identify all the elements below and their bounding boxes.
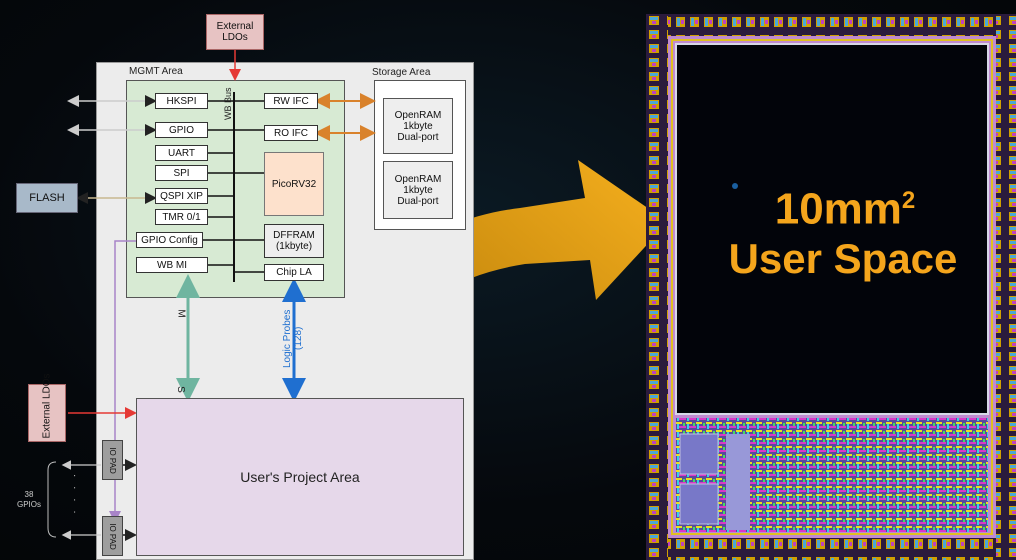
openram-1-line2: 1kbyte bbox=[403, 120, 433, 132]
size-exponent: 2 bbox=[901, 187, 916, 214]
external-ldos-left-box: External LDOs bbox=[28, 372, 66, 442]
user-space-label: User Space bbox=[728, 235, 958, 282]
dffram-line1: DFFRAM bbox=[273, 230, 315, 241]
logic-probes-label: Logic Probes (128) bbox=[282, 310, 304, 368]
external-ldos-top-box: External LDOs bbox=[206, 14, 264, 50]
logic-probes-text: Logic Probes bbox=[282, 309, 293, 368]
size-value: 10mm bbox=[774, 184, 902, 234]
gpio-count: 38 bbox=[24, 490, 34, 499]
dffram-line2: (1kbyte) bbox=[275, 241, 313, 252]
io-pad-top-label: IO PAD bbox=[108, 446, 117, 474]
external-ldos-top-label: External LDOs bbox=[216, 21, 254, 43]
external-ldos-left-label: External LDOs bbox=[41, 372, 53, 438]
users-project-area: User's Project Area bbox=[136, 398, 464, 556]
openram-block-2: OpenRAM 1kbyte Dual-port bbox=[383, 161, 453, 219]
chip-la-block: Chip LA bbox=[264, 264, 324, 281]
uart-block: UART bbox=[155, 145, 208, 161]
s-label: S bbox=[174, 386, 186, 393]
gpio-ellipsis: · · · · bbox=[69, 473, 80, 517]
flash-block: FLASH bbox=[16, 183, 78, 213]
gpio-label: GPIOs bbox=[16, 500, 41, 509]
logic-probes-count: (128) bbox=[293, 326, 304, 350]
io-pad-top: IO PAD bbox=[102, 440, 123, 480]
mgmt-area-label: MGMT Area bbox=[129, 66, 183, 77]
wb-mi-block: WB MI bbox=[136, 257, 208, 273]
spi-block: SPI bbox=[155, 165, 208, 181]
size-label: 10mm2 bbox=[730, 176, 960, 235]
io-pad-bottom-label: IO PAD bbox=[108, 522, 117, 550]
ro-ifc-block: RO IFC bbox=[264, 125, 318, 141]
gpio-config-block: GPIO Config bbox=[136, 232, 203, 248]
openram-2-line3: Dual-port bbox=[397, 195, 439, 207]
gpio-block: GPIO bbox=[155, 122, 208, 138]
gpio-count-label: 38 GPIOs bbox=[14, 490, 44, 510]
qspi-xip-block: QSPI XIP bbox=[155, 188, 208, 204]
storage-area-label: Storage Area bbox=[372, 67, 431, 78]
io-pad-bottom: IO PAD bbox=[102, 516, 123, 556]
openram-2-line2: 1kbyte bbox=[403, 184, 433, 196]
m-label: M bbox=[175, 309, 187, 318]
openram-2-line1: OpenRAM bbox=[394, 173, 442, 185]
wb-bus-label: WB Bus bbox=[223, 87, 233, 120]
openram-block-1: OpenRAM 1kbyte Dual-port bbox=[383, 98, 453, 154]
tmr-block: TMR 0/1 bbox=[155, 209, 208, 225]
rw-ifc-block: RW IFC bbox=[264, 93, 318, 109]
hkspi-block: HKSPI bbox=[155, 93, 208, 109]
picorv32-block: PicoRV32 bbox=[264, 152, 324, 216]
dffram-block: DFFRAM (1kbyte) bbox=[264, 224, 324, 258]
openram-1-line1: OpenRAM bbox=[394, 109, 442, 121]
chip-layout-image bbox=[646, 14, 1016, 560]
openram-1-line3: Dual-port bbox=[397, 131, 439, 143]
